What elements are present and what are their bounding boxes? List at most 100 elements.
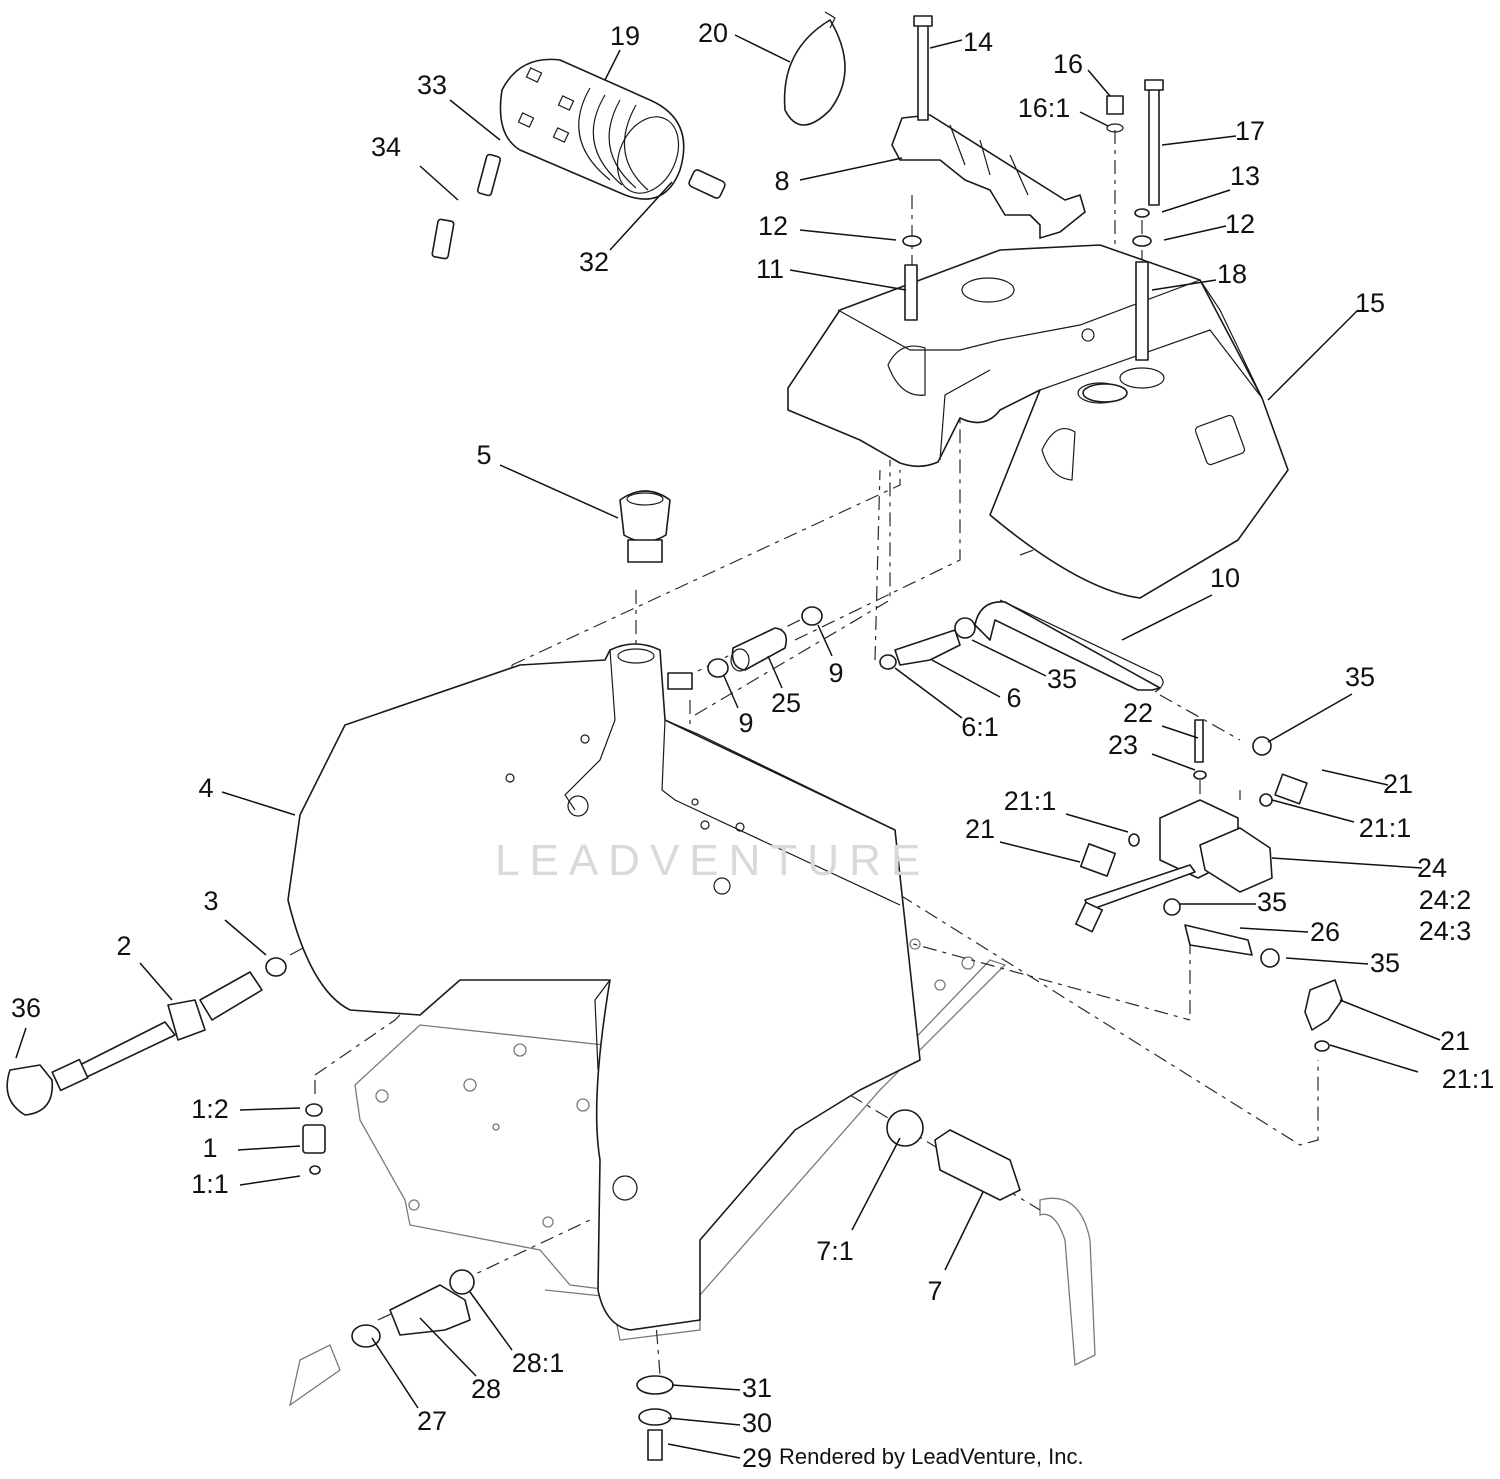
leader-c16_1 <box>1079 111 1109 127</box>
leader-c29 <box>667 1443 741 1459</box>
leader-c28 <box>419 1317 477 1377</box>
leader-c12b <box>1163 225 1227 241</box>
callout-c27: 27 <box>417 1406 447 1436</box>
leader-c20 <box>734 34 791 63</box>
leader-c7_1 <box>851 1137 901 1231</box>
callout-c21_1c: 21:1 <box>1442 1064 1495 1094</box>
leader-c6 <box>931 659 1001 698</box>
leader-c25 <box>767 655 783 689</box>
leader-c35d <box>1285 957 1369 965</box>
callout-c35b: 35 <box>1345 662 1375 692</box>
leader-c26 <box>1239 927 1309 933</box>
callout-c26: 26 <box>1310 917 1340 947</box>
callout-c10: 10 <box>1210 563 1240 593</box>
callout-c13: 13 <box>1230 161 1260 191</box>
leader-c21a <box>1321 769 1389 786</box>
callout-c29: 29 <box>742 1443 772 1473</box>
leader-c23 <box>1151 753 1196 771</box>
leader-c9b <box>817 624 833 657</box>
watermark: LEADVENTURE <box>495 836 930 885</box>
callout-c1_2: 1:2 <box>191 1094 229 1124</box>
callout-c1_1: 1:1 <box>191 1169 229 1199</box>
leader-c4 <box>221 791 296 816</box>
leader-c21_1c <box>1329 1044 1419 1073</box>
leader-c11 <box>789 269 907 291</box>
callout-c34: 34 <box>371 132 401 162</box>
callout-c4: 4 <box>198 773 213 803</box>
leader-c1 <box>237 1145 301 1151</box>
part-24-valve <box>1074 719 1308 933</box>
callout-c24: 24 <box>1417 853 1447 883</box>
callout-c22: 22 <box>1123 698 1153 728</box>
leader-c2 <box>139 962 173 1001</box>
leader-c32 <box>609 181 673 251</box>
callout-c21c: 21 <box>1440 1026 1470 1056</box>
callout-c20: 20 <box>698 18 728 48</box>
leader-c16 <box>1087 69 1111 97</box>
part-29-31-mount <box>636 1375 674 1461</box>
leader-c21_1a <box>1065 813 1129 833</box>
leader-c28_1 <box>469 1291 513 1351</box>
callout-c30: 30 <box>742 1408 772 1438</box>
callout-c16_1: 16:1 <box>1018 93 1071 123</box>
leader-c30 <box>667 1417 741 1426</box>
callout-c31: 31 <box>742 1373 772 1403</box>
leader-c12a <box>799 229 897 241</box>
leader-c1_2 <box>239 1107 301 1111</box>
callout-c17: 17 <box>1235 116 1265 146</box>
callout-c23: 23 <box>1108 730 1138 760</box>
callout-c16: 16 <box>1053 49 1083 79</box>
leader-c19 <box>604 49 621 81</box>
callout-c15: 15 <box>1355 288 1385 318</box>
callout-c14: 14 <box>963 27 993 57</box>
callout-c35a: 35 <box>1047 664 1077 694</box>
callout-c28_1: 28:1 <box>512 1348 565 1378</box>
leader-c27 <box>371 1337 419 1409</box>
leader-c13 <box>1161 189 1231 213</box>
callout-c5: 5 <box>476 440 491 470</box>
callout-c21a: 21 <box>1383 769 1413 799</box>
leader-c18 <box>1151 279 1217 291</box>
callout-c12a: 12 <box>758 211 788 241</box>
callout-c28: 28 <box>471 1374 501 1404</box>
part-4-fuel-tank <box>287 643 921 1331</box>
leader-c3 <box>224 919 267 956</box>
callout-c9a: 9 <box>738 708 753 738</box>
leader-c21_1b <box>1271 799 1355 823</box>
callout-c18: 18 <box>1217 259 1247 289</box>
leader-c5 <box>499 464 619 519</box>
leader-c17 <box>1161 135 1237 146</box>
leader-c35a <box>971 639 1047 677</box>
callout-c33: 33 <box>417 70 447 100</box>
part-15-control-housing <box>787 244 1289 599</box>
callout-c12b: 12 <box>1225 209 1255 239</box>
callout-c7_1: 7:1 <box>816 1236 854 1266</box>
part-10-hose <box>879 599 1164 693</box>
part-5-fuel-cap <box>619 490 671 563</box>
part-19-fuel-pump <box>431 58 726 260</box>
leader-c9a <box>723 675 739 709</box>
leader-c24 <box>1271 857 1423 869</box>
callout-c24_2: 24:2 <box>1419 885 1472 915</box>
render-credit: Rendered by LeadVenture, Inc. <box>779 1444 1084 1469</box>
callout-c24_3: 24:3 <box>1419 916 1472 946</box>
callout-c11: 11 <box>756 254 784 284</box>
leader-c1_1 <box>239 1175 301 1186</box>
leader-c21b <box>999 841 1081 863</box>
callout-c25: 25 <box>771 688 801 718</box>
leader-c7 <box>944 1191 984 1271</box>
callout-c2: 2 <box>116 931 131 961</box>
leader-c31 <box>671 1384 741 1391</box>
part-8-bracket <box>891 114 1086 239</box>
callout-c6: 6 <box>1006 683 1021 713</box>
leader-c35b <box>1267 693 1353 743</box>
callout-c35d: 35 <box>1370 948 1400 978</box>
callout-c21_1b: 21:1 <box>1359 813 1412 843</box>
leader-c10 <box>1121 594 1213 641</box>
part-2-sender <box>6 957 287 1116</box>
part-7-fitting <box>886 1109 1021 1201</box>
callout-c9b: 9 <box>828 658 843 688</box>
callout-c6_1: 6:1 <box>961 712 999 742</box>
leader-c34 <box>419 165 459 201</box>
